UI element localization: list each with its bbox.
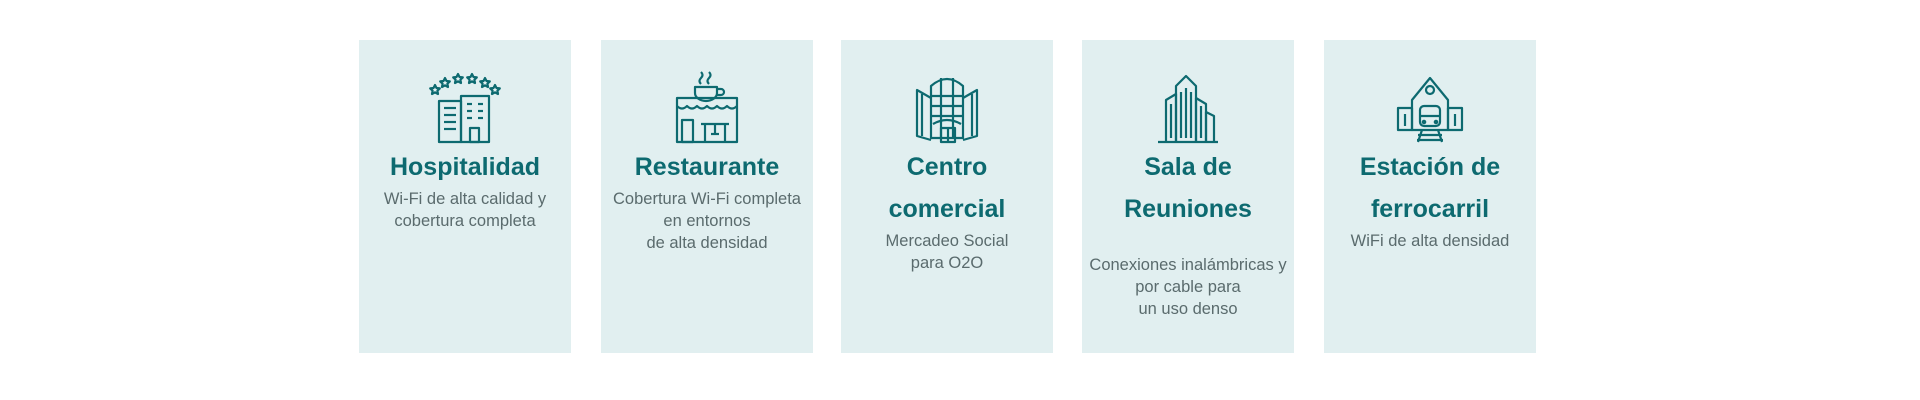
- card-title-line: comercial: [888, 195, 1006, 223]
- card-description: Wi-Fi de alta calidad y cobertura comple…: [383, 190, 547, 230]
- train-station-icon: [1388, 68, 1472, 144]
- card-description: WiFi de alta densidad: [1350, 232, 1510, 250]
- card-title: Centro comercial: [841, 146, 1053, 230]
- card-title-line: Sala de: [1144, 153, 1232, 181]
- restaurant-coffee-icon: [665, 68, 749, 144]
- card-title: Restaurante: [601, 146, 813, 188]
- card-title-line: Estación de: [1359, 153, 1501, 181]
- card-description: Conexiones inalámbricas y por cable para…: [1089, 256, 1287, 318]
- card-sala-de-reuniones[interactable]: Sala de Reuniones Conexiones inalámbrica…: [1082, 40, 1294, 353]
- shopping-mall-icon: [905, 68, 989, 144]
- scenario-card-grid: Hospitalidad Wi-Fi de alta calidad y cob…: [359, 40, 1539, 353]
- card-title: Sala de Reuniones: [1082, 146, 1294, 230]
- card-title: Hospitalidad: [359, 146, 571, 188]
- card-description: Mercadeo Social para O2O: [885, 232, 1009, 272]
- card-title-line: Hospitalidad: [389, 153, 540, 181]
- card-title: Estación de ferrocarril: [1324, 146, 1536, 230]
- card-title-line: ferrocarril: [1370, 195, 1490, 223]
- card-description: Cobertura Wi-Fi completa en entornos de …: [613, 190, 801, 252]
- card-hospitalidad[interactable]: Hospitalidad Wi-Fi de alta calidad y cob…: [359, 40, 571, 353]
- meeting-tower-icon: [1146, 68, 1230, 144]
- hotel-building-icon: [423, 68, 507, 144]
- card-centro-comercial[interactable]: Centro comercial Mercadeo Social para O2…: [841, 40, 1053, 353]
- card-title-line: Restaurante: [634, 153, 780, 181]
- card-title-line: Reuniones: [1124, 195, 1252, 223]
- card-restaurante[interactable]: Restaurante Cobertura Wi-Fi completa en …: [601, 40, 813, 353]
- card-title-line: Centro: [906, 153, 988, 181]
- card-estacion-de-ferrocarril[interactable]: Estación de ferrocarril WiFi de alta den…: [1324, 40, 1536, 353]
